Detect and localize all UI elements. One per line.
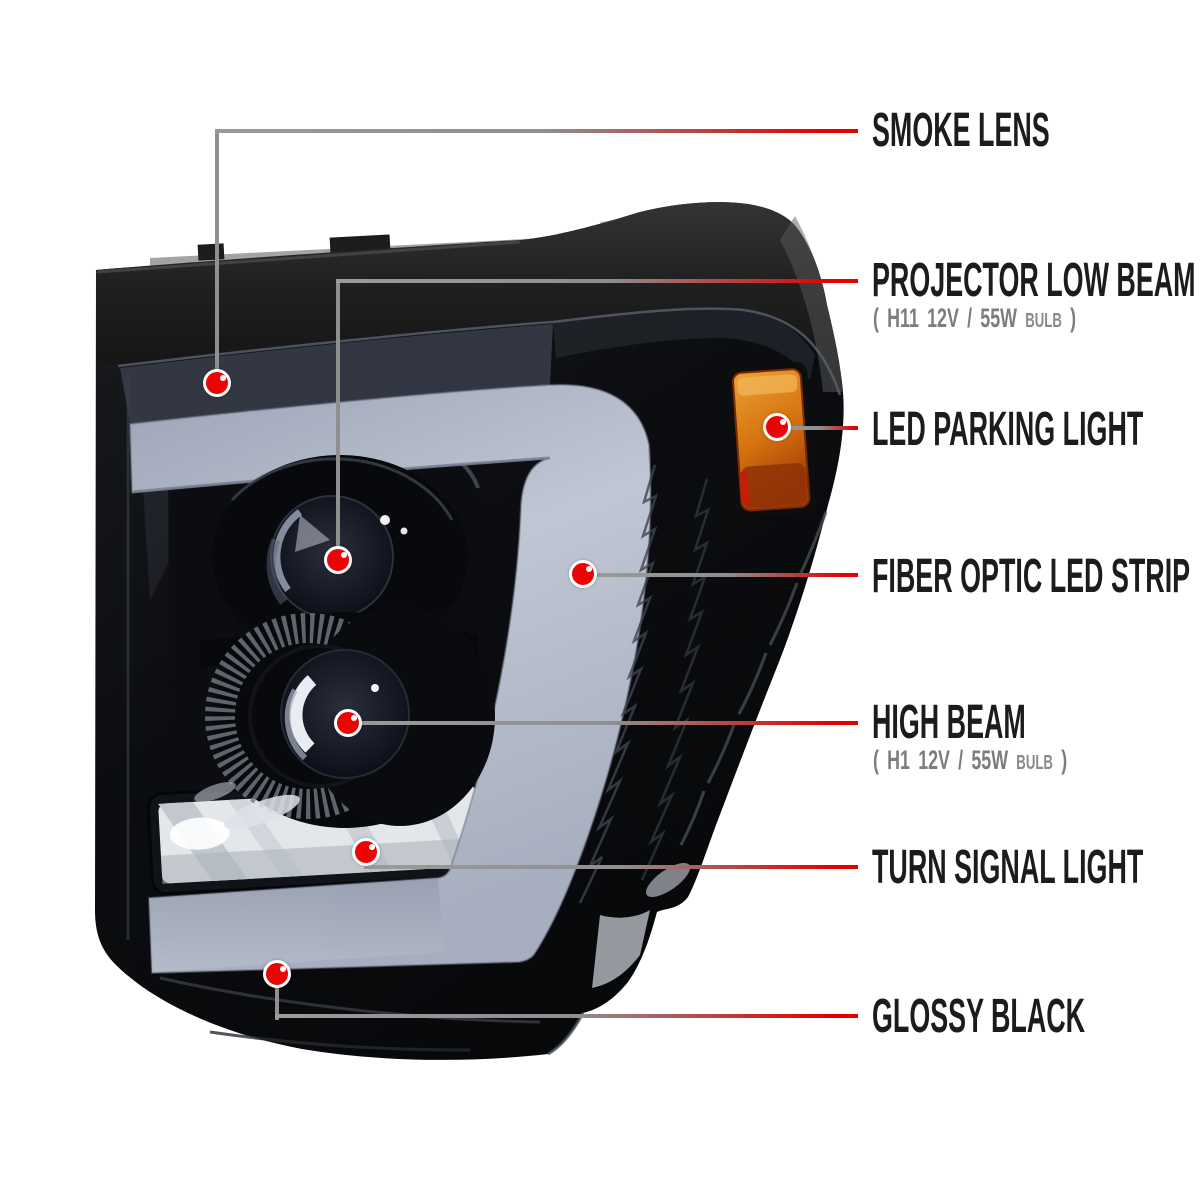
callout-line-glossy-black (275, 974, 279, 1020)
callout-line-fiber-optic-led-strip (583, 573, 858, 577)
side-rib-texture (578, 464, 659, 904)
callout-dot-smoke-lens (203, 369, 231, 397)
callout-label-smoke-lens: SMOKE LENS (872, 104, 1050, 157)
callout-label-high-beam: HIGH BEAM (872, 696, 1026, 749)
callout-label-glossy-black: GLOSSY BLACK (872, 990, 1086, 1043)
side-rib-texture (640, 478, 711, 881)
callout-line-projector-low-beam (336, 279, 858, 283)
callout-line-smoke-lens (215, 131, 219, 383)
bottom-lip-highlight (159, 976, 541, 1024)
callout-dot-glossy-black (263, 960, 291, 988)
callout-label-projector-low-beam: PROJECTOR LOW BEAM (872, 254, 1196, 307)
callout-line-high-beam (348, 721, 858, 725)
bottom-lip-highlight (209, 1030, 471, 1052)
callout-label-turn-signal-light: TURN SIGNAL LIGHT (872, 841, 1144, 894)
callout-dot-projector-low-beam (324, 546, 352, 574)
callout-sublabel-high-beam: ( H1 12V / 55W BULB ) (873, 744, 1067, 779)
bulb-spec-close: ) (1070, 303, 1077, 333)
cap-underside-shadow (553, 308, 815, 380)
callout-line-led-parking-light (777, 426, 858, 430)
callout-dot-high-beam (334, 709, 362, 737)
callout-label-fiber-optic-led-strip: FIBER OPTIC LED STRIP (872, 550, 1191, 603)
bulb-spec-close: ) (1061, 745, 1068, 775)
callout-dot-turn-signal-light (352, 838, 380, 866)
callout-label-led-parking-light: LED PARKING LIGHT (872, 403, 1144, 456)
callout-line-projector-low-beam (336, 281, 340, 560)
callout-line-turn-signal-light (364, 865, 858, 869)
cap-shoulder-facet (780, 216, 843, 392)
bulb-spec-text: ( H11 12V / 55W (873, 303, 1017, 333)
callout-line-smoke-lens (215, 129, 858, 133)
led-strip-bottom-tone (149, 878, 444, 972)
mount-tab (197, 243, 225, 261)
bulb-spec-text: ( H1 12V / 55W (873, 745, 1009, 775)
callout-sublabel-projector-low-beam: ( H11 12V / 55W BULB ) (873, 302, 1076, 337)
mount-tab (329, 234, 391, 254)
bottom-bracket (592, 910, 650, 988)
edge-scallops (679, 511, 828, 846)
callout-dot-led-parking-light (763, 413, 791, 441)
bulb-word: BULB (1016, 752, 1053, 774)
lens-seam-highlight (117, 307, 842, 396)
callout-dot-fiber-optic-led-strip (569, 560, 597, 588)
cap-top-rim-highlight (96, 240, 521, 274)
callout-line-glossy-black (275, 1014, 858, 1018)
bulb-word: BULB (1025, 310, 1062, 332)
bottom-gleam (645, 862, 691, 898)
